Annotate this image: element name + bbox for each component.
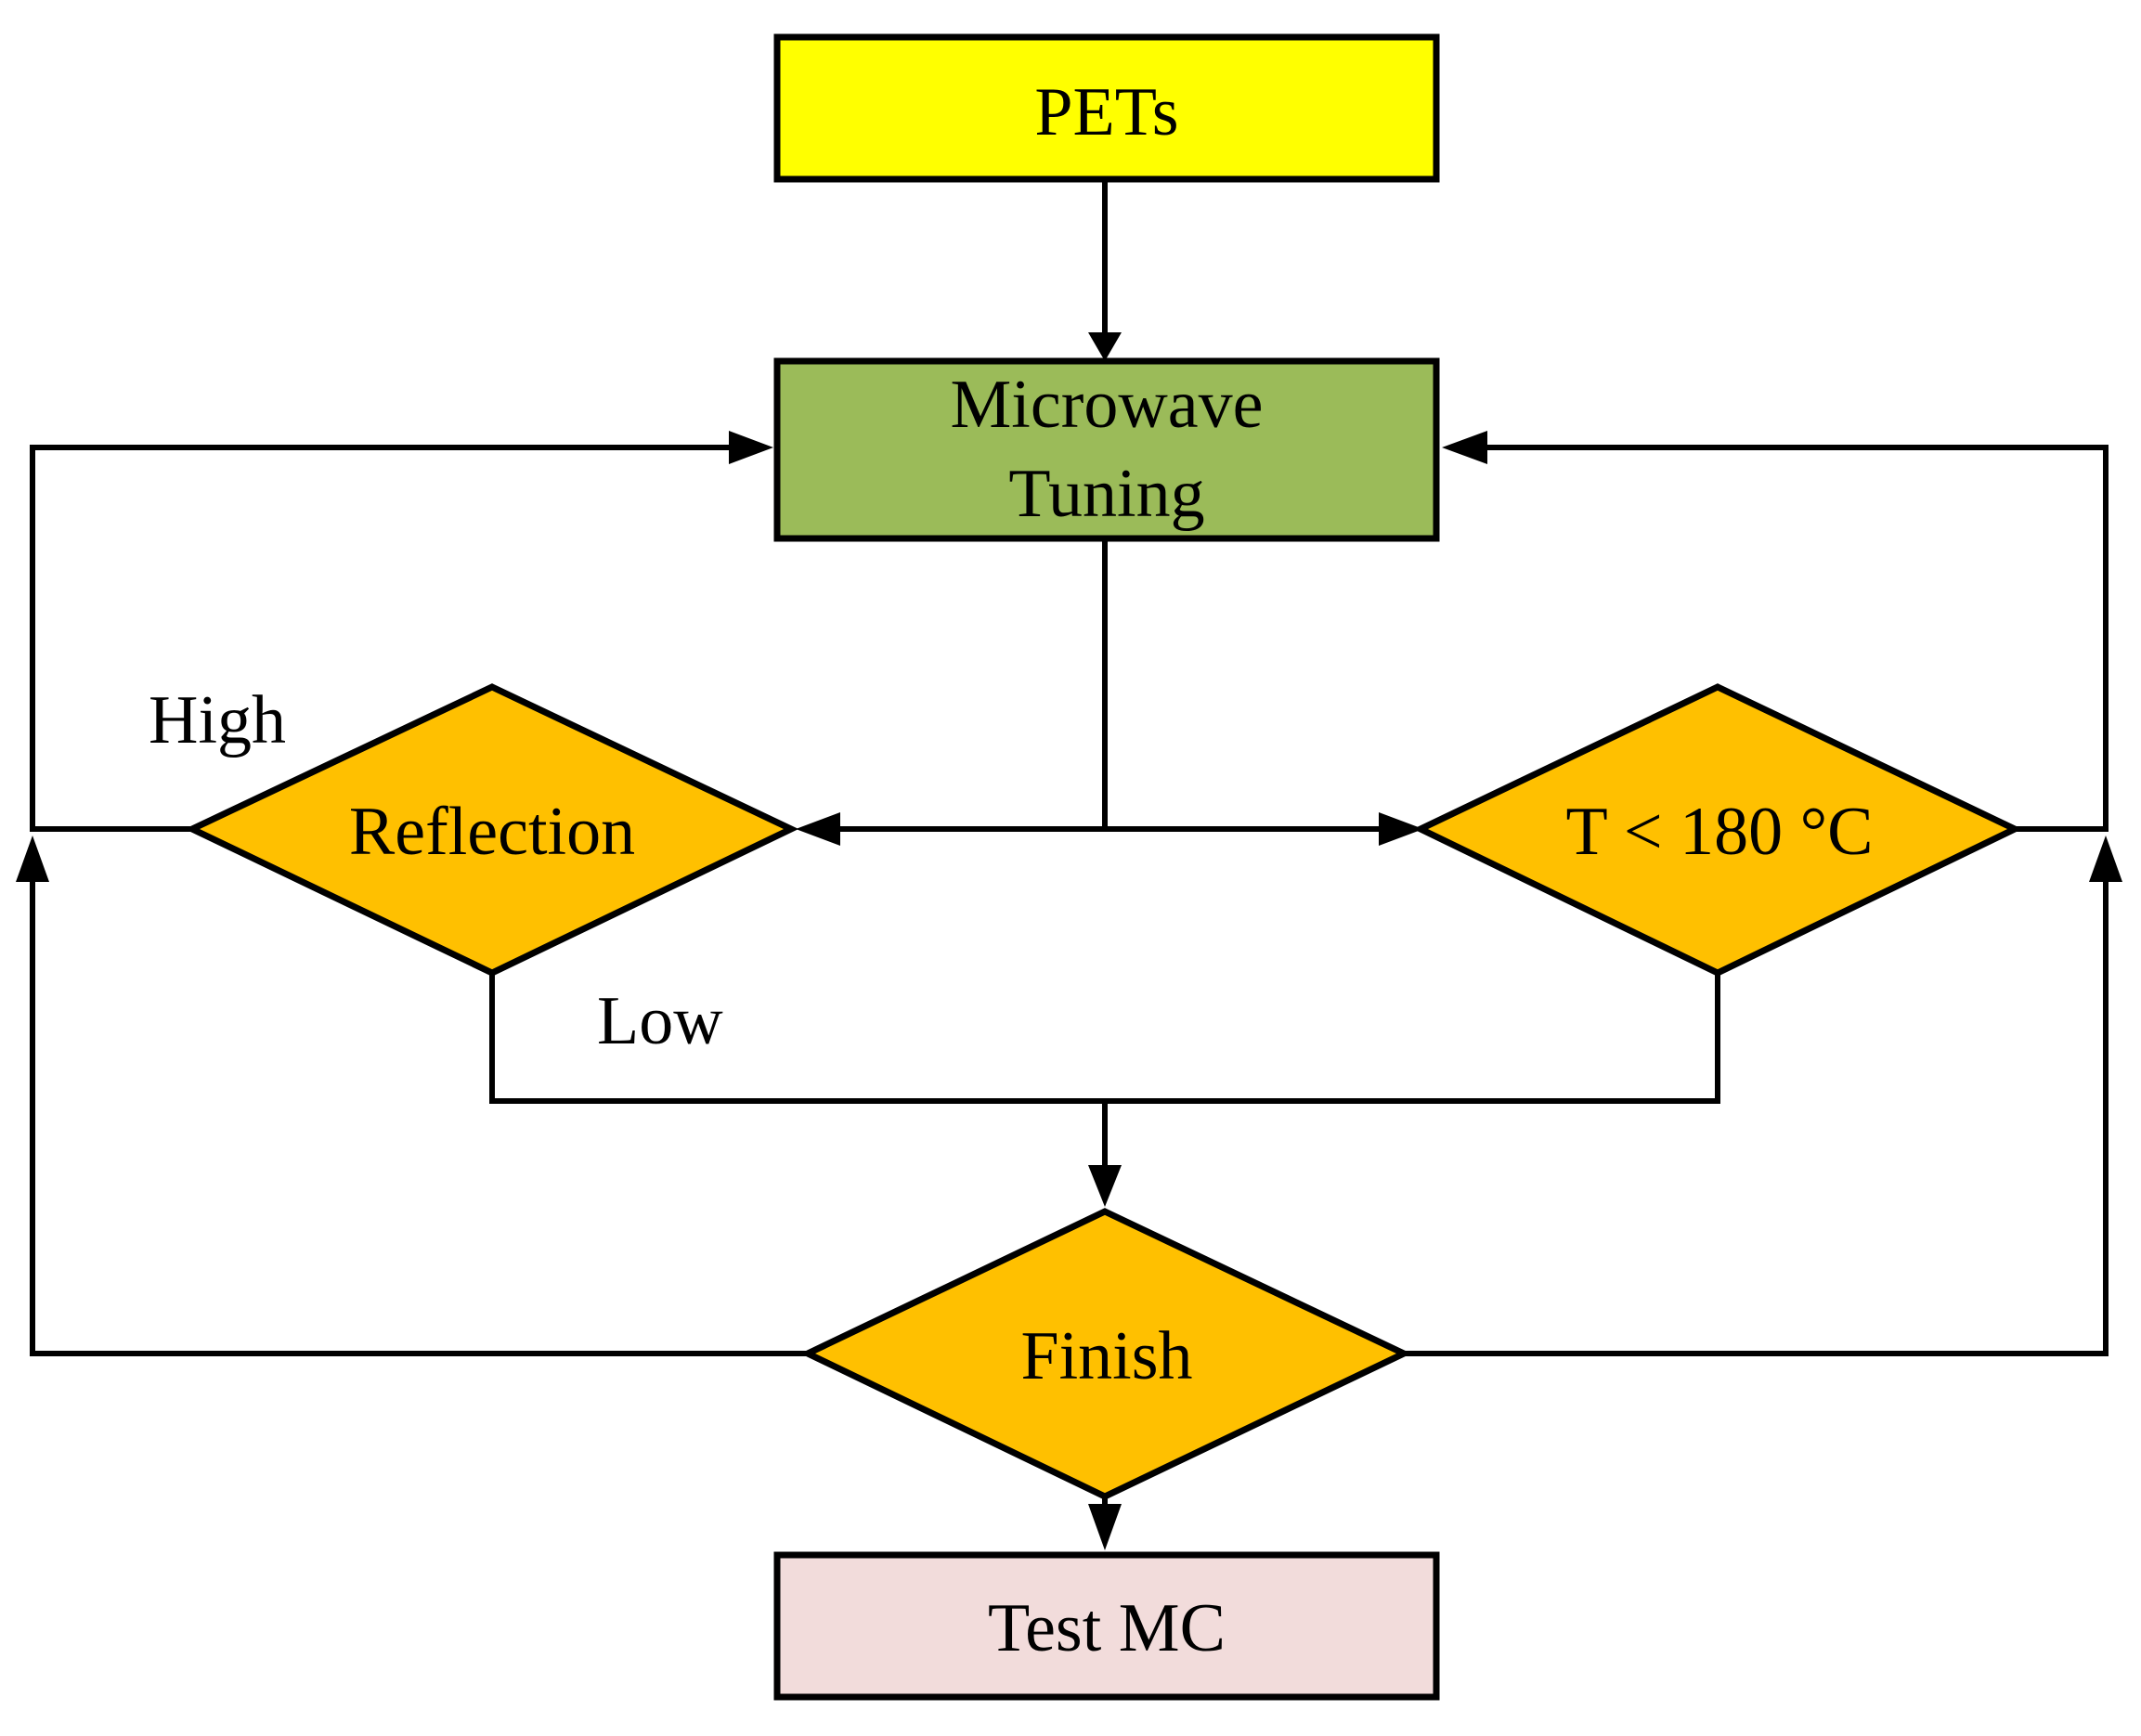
connector-high-loop bbox=[30, 445, 729, 832]
pets-label: PETs bbox=[1034, 74, 1178, 150]
edge-label-low: Low bbox=[597, 983, 723, 1059]
test-mc-box bbox=[773, 1551, 1440, 1701]
connector-finish-left-loop bbox=[30, 882, 808, 1356]
node-test-mc: Test MC bbox=[773, 1551, 1440, 1701]
arrowhead-into-finish bbox=[1088, 1165, 1122, 1207]
temperature-label: T < 180 °C bbox=[1565, 794, 1873, 870]
arrowhead-into-temperature bbox=[1379, 812, 1423, 846]
arrowhead-into-tuning-left bbox=[729, 431, 773, 464]
node-reflection: Reflection bbox=[184, 683, 799, 977]
node-microwave-tuning: Microwave Tuning bbox=[773, 357, 1440, 542]
microwave-tuning-label-line2: Tuning bbox=[1008, 456, 1204, 532]
arrowhead-into-tuning-right bbox=[1442, 431, 1487, 464]
finish-label: Finish bbox=[1020, 1318, 1192, 1394]
node-finish: Finish bbox=[799, 1208, 1412, 1500]
arrowheads bbox=[16, 332, 2122, 1550]
arrowhead-left-loop-up bbox=[16, 836, 49, 882]
reflection-diamond bbox=[184, 683, 799, 977]
node-temperature: T < 180 °C bbox=[1412, 683, 2023, 977]
microwave-tuning-label-line1: Microwave bbox=[951, 367, 1264, 443]
edge-label-high: High bbox=[149, 682, 286, 758]
test-mc-label: Test MC bbox=[988, 1590, 1226, 1666]
microwave-tuning-box bbox=[773, 357, 1440, 542]
connector-temperature-loop bbox=[1487, 445, 2109, 832]
pets-box bbox=[773, 33, 1440, 183]
arrowhead-into-reflection bbox=[796, 812, 840, 846]
connector-finish-right-loop bbox=[1404, 882, 2109, 1356]
finish-diamond bbox=[799, 1208, 1412, 1500]
node-pets: PETs bbox=[773, 33, 1440, 183]
arrowhead-into-test-mc bbox=[1088, 1504, 1122, 1550]
temperature-diamond bbox=[1412, 683, 2023, 977]
arrowhead-right-loop-up bbox=[2089, 836, 2122, 882]
arrowhead-into-tuning-top bbox=[1088, 332, 1122, 361]
reflection-label: Reflection bbox=[349, 794, 635, 870]
connectors bbox=[30, 179, 2109, 1504]
